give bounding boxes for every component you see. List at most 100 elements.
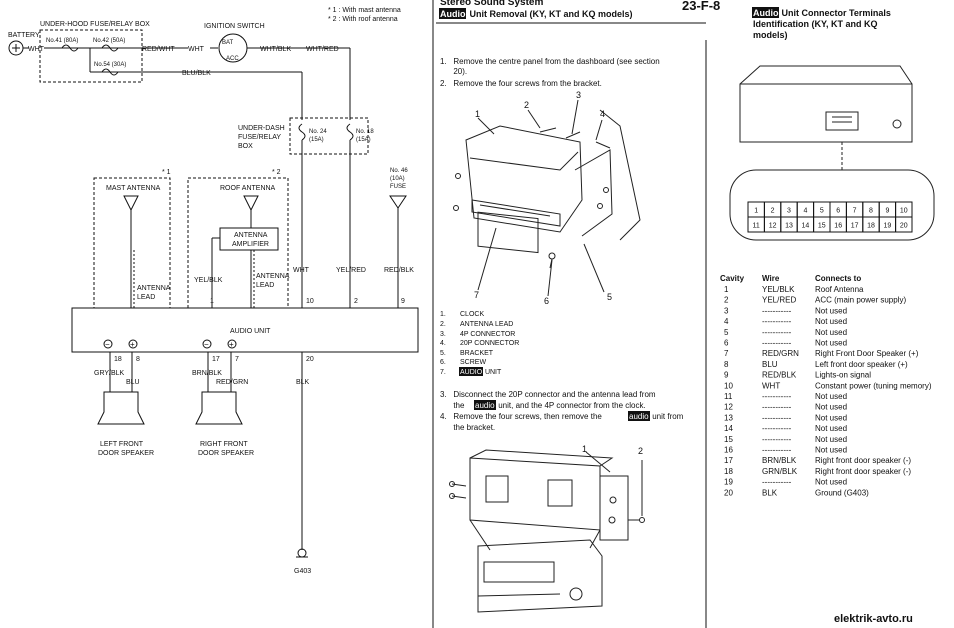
step-1a: 1. Remove the centre panel from the dash…: [440, 57, 660, 66]
connector-cell-number: 7: [853, 208, 857, 215]
mast-lead-label-1: ANTENNA: [137, 285, 171, 292]
part-name-1: CLOCK: [460, 311, 484, 318]
connector-cell-number: 15: [818, 223, 826, 230]
callout-4: 4: [600, 109, 605, 119]
callout-6: 6: [544, 296, 549, 306]
connector-cell-number: 19: [884, 223, 892, 230]
ign-acc-label: ACC: [226, 56, 239, 62]
bracket-removal-illustration: [449, 449, 645, 613]
callout-b2: 2: [638, 446, 643, 456]
fuse-46-fuse: FUSE: [390, 184, 406, 190]
connects-cell: Not used: [815, 306, 847, 315]
pin-20-label: 20: [306, 356, 314, 363]
watermark: elektrik-avto.ru: [834, 613, 913, 625]
fuse-41-label: No.41 (80A): [46, 38, 78, 44]
cavity-cell: 9: [724, 371, 729, 380]
cavity-cell: 3: [724, 306, 729, 315]
pin-10-label: 10: [306, 298, 314, 305]
cavity-cell: 6: [724, 339, 729, 348]
roof-antenna-note: * 2: [272, 169, 281, 176]
right-minus-sign: −: [204, 340, 209, 349]
wire-label-wht-ign: WHT: [188, 46, 205, 53]
left-spk-plus-terminal: [128, 339, 138, 349]
wire-cell: BLU: [762, 360, 778, 369]
callout-2: 2: [524, 100, 529, 110]
fuse-42-label: No.42 (50A): [93, 38, 125, 44]
connects-cell: Not used: [815, 317, 847, 326]
roof-lead-label-1: ANTENNA: [256, 273, 290, 280]
connector-cell-number: 10: [900, 208, 908, 215]
header-wire: Wire: [762, 274, 780, 283]
step-3b-post: unit, and the 4P connector from the cloc…: [496, 401, 646, 410]
left-speaker-label-2: DOOR SPEAKER: [98, 450, 154, 457]
mast-antenna-note: * 1: [162, 169, 171, 176]
wire-label-yel-blk: YEL/BLK: [194, 277, 223, 284]
wire-cell: -----------: [762, 306, 792, 315]
cavity-cell: 12: [724, 403, 733, 412]
fuse-42-symbol: [101, 44, 119, 52]
wire-cell: -----------: [762, 339, 792, 348]
audio-unit-box: [71, 307, 419, 353]
right-speaker-symbol: [195, 391, 243, 425]
cavity-cell: 10: [724, 381, 733, 390]
roof-antenna-label: ROOF ANTENNA: [220, 185, 276, 192]
mast-antenna-box: [93, 177, 171, 309]
right-spk-minus-terminal: [202, 339, 212, 349]
wire-cell: YEL/BLK: [762, 285, 795, 294]
wire-cell: -----------: [762, 413, 792, 422]
section-title: Stereo Sound System: [440, 0, 543, 8]
terminals-title: Unit Connector Terminals: [779, 8, 891, 18]
part-name-3: 4P CONNECTOR: [460, 331, 515, 338]
pin-1-label: 1: [210, 298, 214, 305]
part-name-4: 20P CONNECTOR: [460, 340, 519, 347]
part-num-1: 1.: [440, 311, 446, 318]
removal-title-highlight: Audio: [440, 9, 466, 19]
part-num-7: 7.: [440, 369, 446, 376]
wire-cell: BLK: [762, 488, 778, 497]
right-speaker-label-1: RIGHT FRONT: [200, 441, 248, 448]
wire-label-wht-10: WHT: [293, 267, 310, 274]
part-num-4: 4.: [440, 340, 446, 347]
connects-cell: Roof Antenna: [815, 285, 864, 294]
fuse-18-label: No. 18: [356, 129, 374, 135]
cavity-cell: 19: [724, 478, 733, 487]
part-name-6: SCREW: [460, 359, 486, 366]
cavity-cell: 14: [724, 424, 733, 433]
wire-label-wht-blk: WHT/BLK: [260, 46, 291, 53]
wire-cell: BRN/BLK: [762, 456, 797, 465]
wire-label-yel-red: YEL/RED: [336, 267, 366, 274]
pin-8-label: 8: [136, 356, 140, 363]
terminals-title-highlight: Audio: [753, 8, 779, 18]
cavity-cell: 4: [724, 317, 729, 326]
terminals-title-3: models): [753, 30, 788, 40]
pin-9-label: 9: [401, 298, 405, 305]
fuse-24-label: No. 24: [309, 129, 327, 135]
connector-cell-number: 3: [787, 208, 791, 215]
callout-b1: 1: [582, 444, 587, 454]
connects-cell: Not used: [815, 478, 847, 487]
connects-cell: Lights-on signal: [815, 371, 871, 380]
fuse-41-symbol: [61, 44, 79, 52]
left-speaker-symbol: [97, 391, 145, 425]
connector-cell-number: 8: [869, 208, 873, 215]
cavity-cell: 8: [724, 360, 729, 369]
connector-cell-number: 6: [836, 208, 840, 215]
connects-cell: Constant power (tuning memory): [815, 381, 932, 390]
connector-cell-number: 16: [834, 223, 842, 230]
mast-lead-label-2: LEAD: [137, 294, 155, 301]
terminal-identification: Audio Unit Connector Terminals Identific…: [720, 7, 935, 625]
wire-label-wht-red: WHT/RED: [306, 46, 339, 53]
connector-cell: [895, 216, 913, 233]
audio-unit-removal-illustration: [453, 99, 641, 297]
callout-5: 5: [607, 292, 612, 302]
cavity-cell: 11: [724, 392, 733, 401]
wire-cell: YEL/RED: [762, 296, 796, 305]
cavity-cell: 5: [724, 328, 729, 337]
cavity-cell: 2: [724, 296, 729, 305]
roof-antenna-symbol: [243, 195, 259, 212]
removal-instructions: Stereo Sound System 23-F-8 Audio Unit Re…: [436, 0, 720, 613]
ground-symbol: [297, 548, 307, 558]
pin-17-label: 17: [212, 356, 220, 363]
left-speaker-label-1: LEFT FRONT: [100, 441, 144, 448]
left-plus-sign: +: [130, 340, 135, 349]
